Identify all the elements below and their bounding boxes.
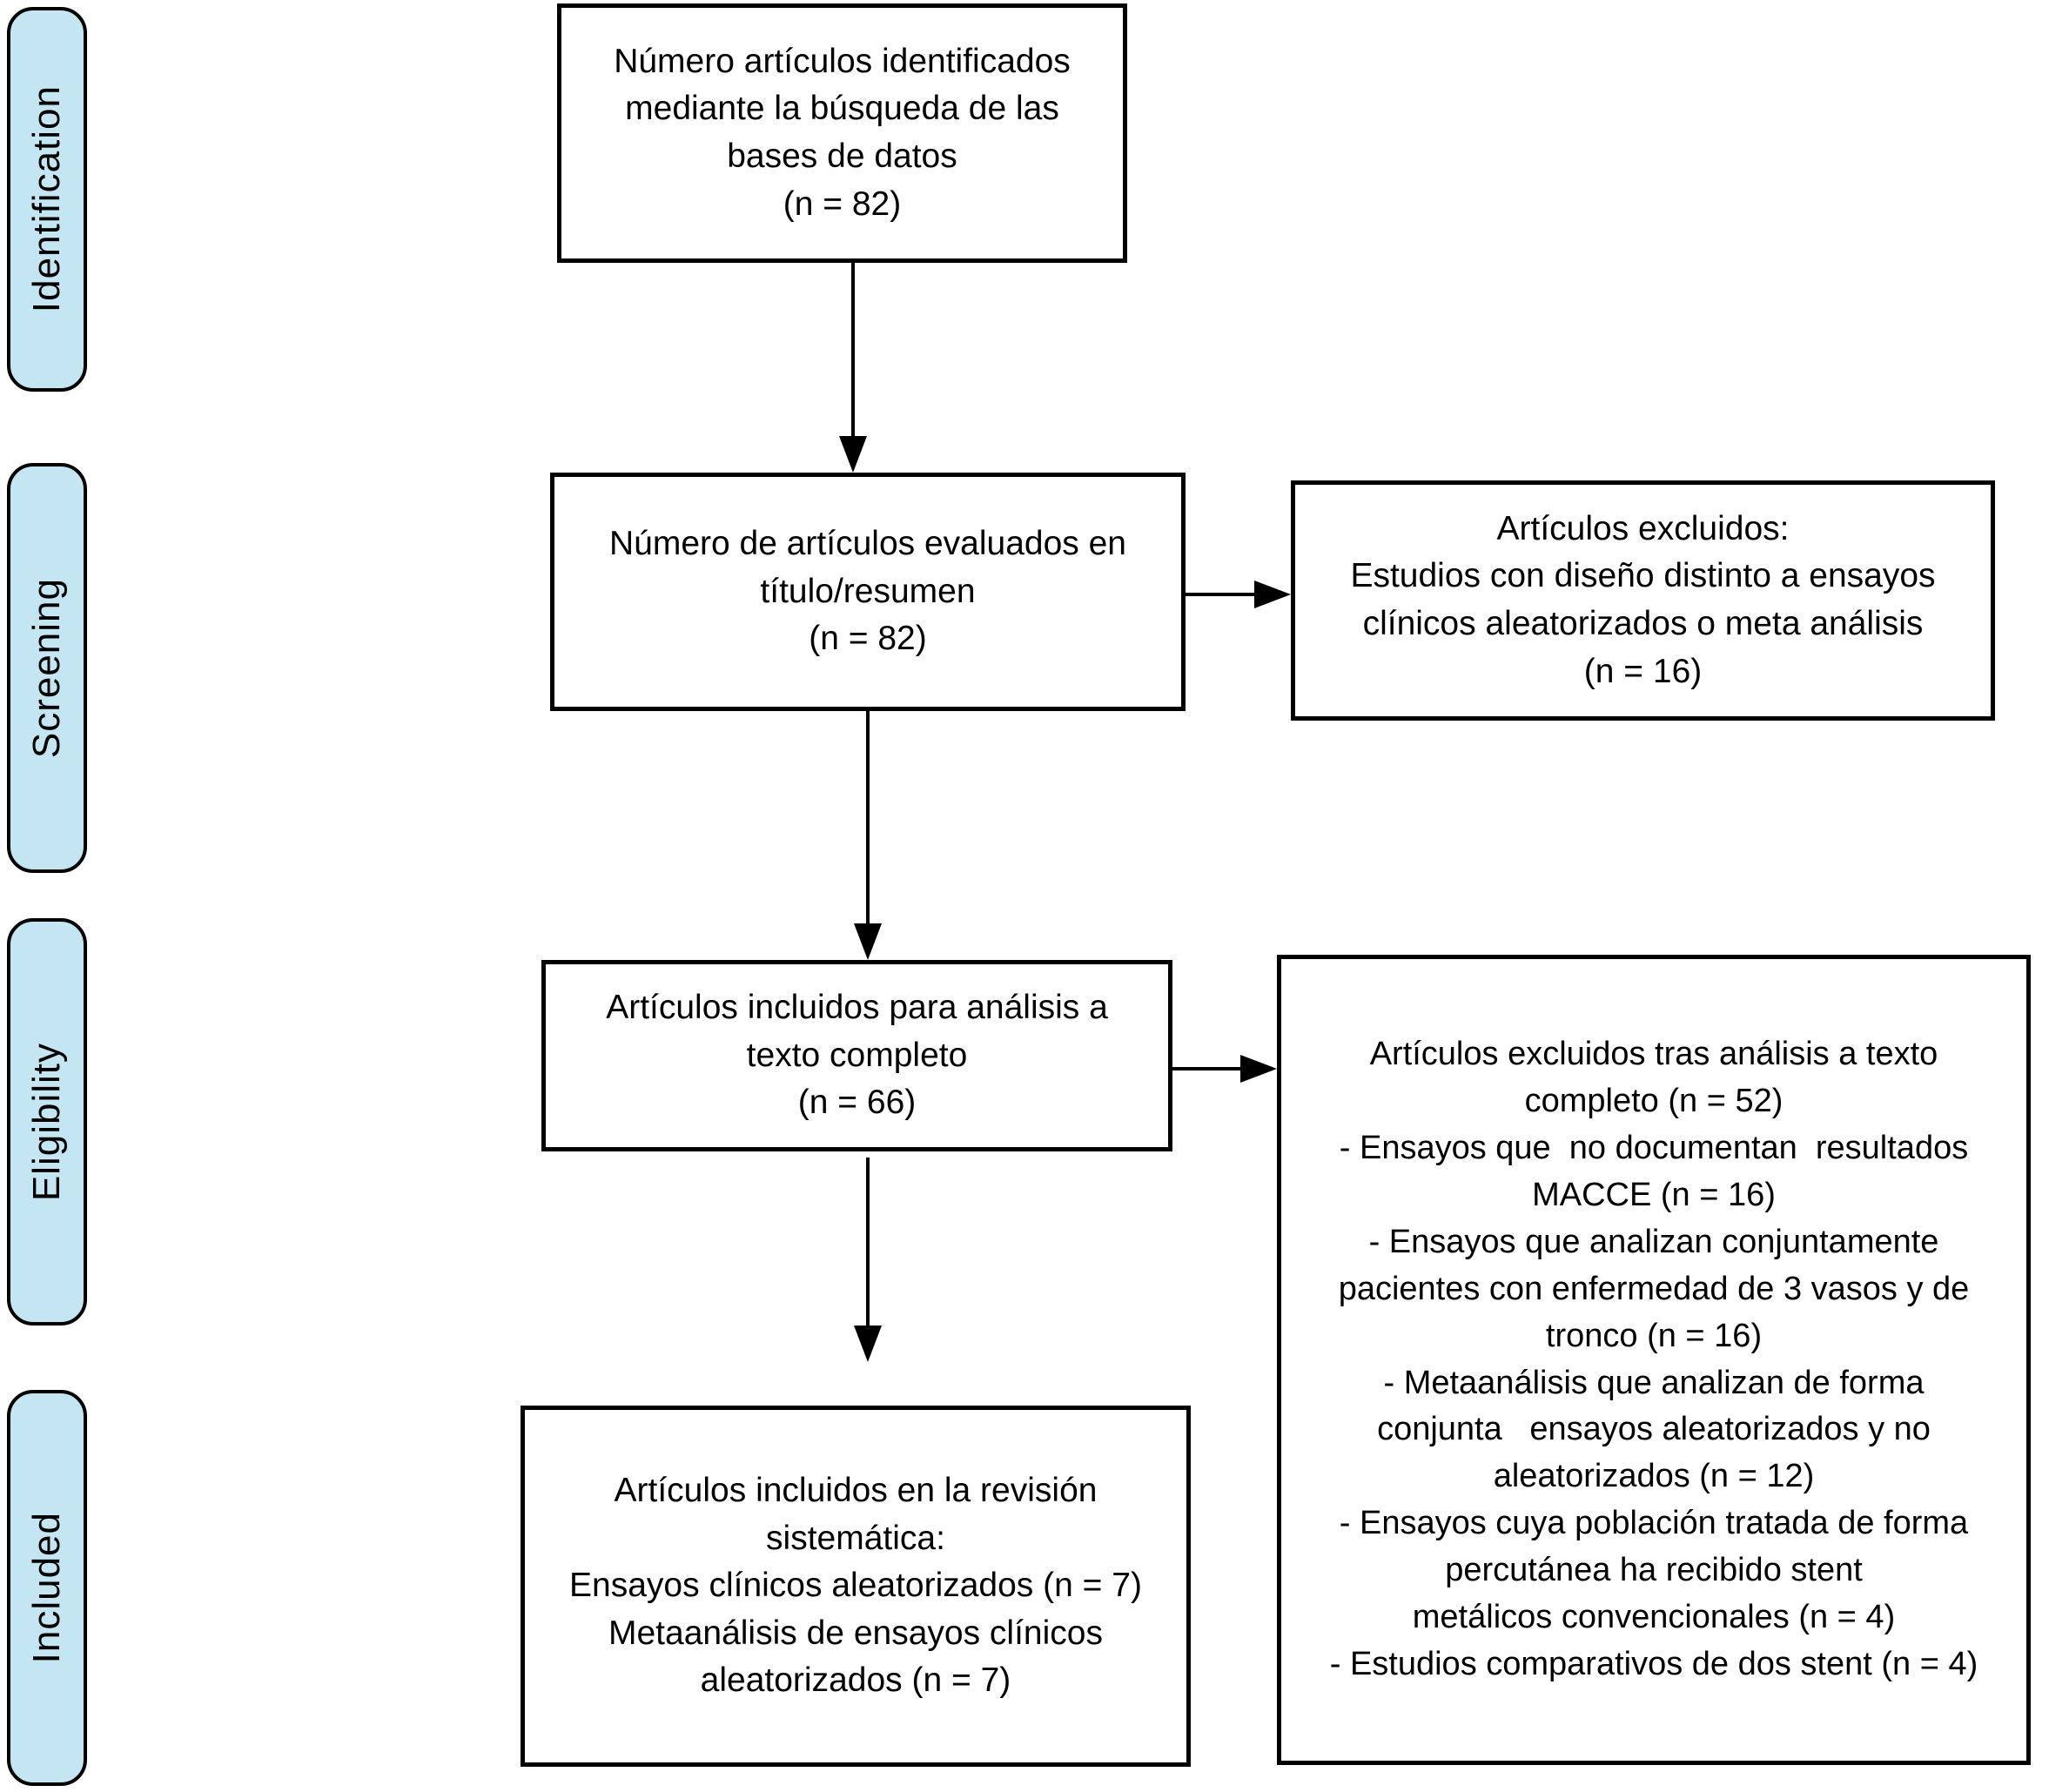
stage-screening-label: Screening — [25, 577, 68, 759]
box-screened: Número de artículos evaluados en título/… — [550, 473, 1186, 711]
box-fulltext: Artículos incluidos para análisis a text… — [541, 960, 1172, 1151]
box-fulltext-text: Artículos incluidos para análisis a text… — [606, 989, 1108, 1122]
box-excluded-screening-text: Artículos excluidos: Estudios con diseño… — [1350, 509, 1936, 690]
arrow-fulltext-to-included-head — [854, 1326, 882, 1362]
stage-screening: Screening — [7, 463, 87, 873]
arrow-fulltext-to-excluded-line — [1172, 1067, 1242, 1071]
box-included-text: Artículos incluidos en la revisión siste… — [569, 1472, 1142, 1700]
box-identified-text: Número artículos identificados mediante … — [614, 42, 1071, 223]
box-excluded-screening: Artículos excluidos: Estudios con diseño… — [1291, 480, 1995, 721]
box-screened-text: Número de artículos evaluados en título/… — [608, 525, 1126, 658]
stage-included-label: Included — [25, 1512, 68, 1664]
arrow-screened-to-fulltext-line — [866, 711, 870, 925]
box-excluded-fulltext-text: Artículos excluidos tras análisis a text… — [1329, 1035, 1978, 1683]
box-identified: Número artículos identificados mediante … — [557, 3, 1127, 263]
stage-included: Included — [7, 1390, 87, 1786]
arrow-identified-to-screened-line — [851, 263, 855, 438]
arrow-screened-to-fulltext-head — [854, 923, 882, 960]
arrow-identified-to-screened-head — [839, 436, 867, 473]
stage-eligibility: Eligibility — [7, 918, 87, 1326]
box-included: Artículos incluidos en la revisión siste… — [521, 1406, 1191, 1767]
arrow-fulltext-to-included-line — [866, 1158, 870, 1327]
stage-identification: Identification — [7, 7, 87, 392]
stage-identification-label: Identification — [25, 85, 68, 313]
arrow-screened-to-excluded-head — [1254, 581, 1291, 608]
box-excluded-fulltext: Artículos excluidos tras análisis a text… — [1277, 955, 2031, 1765]
arrow-fulltext-to-excluded-head — [1240, 1055, 1277, 1083]
arrow-screened-to-excluded-line — [1186, 593, 1256, 596]
stage-eligibility-label: Eligibility — [25, 1042, 68, 1202]
